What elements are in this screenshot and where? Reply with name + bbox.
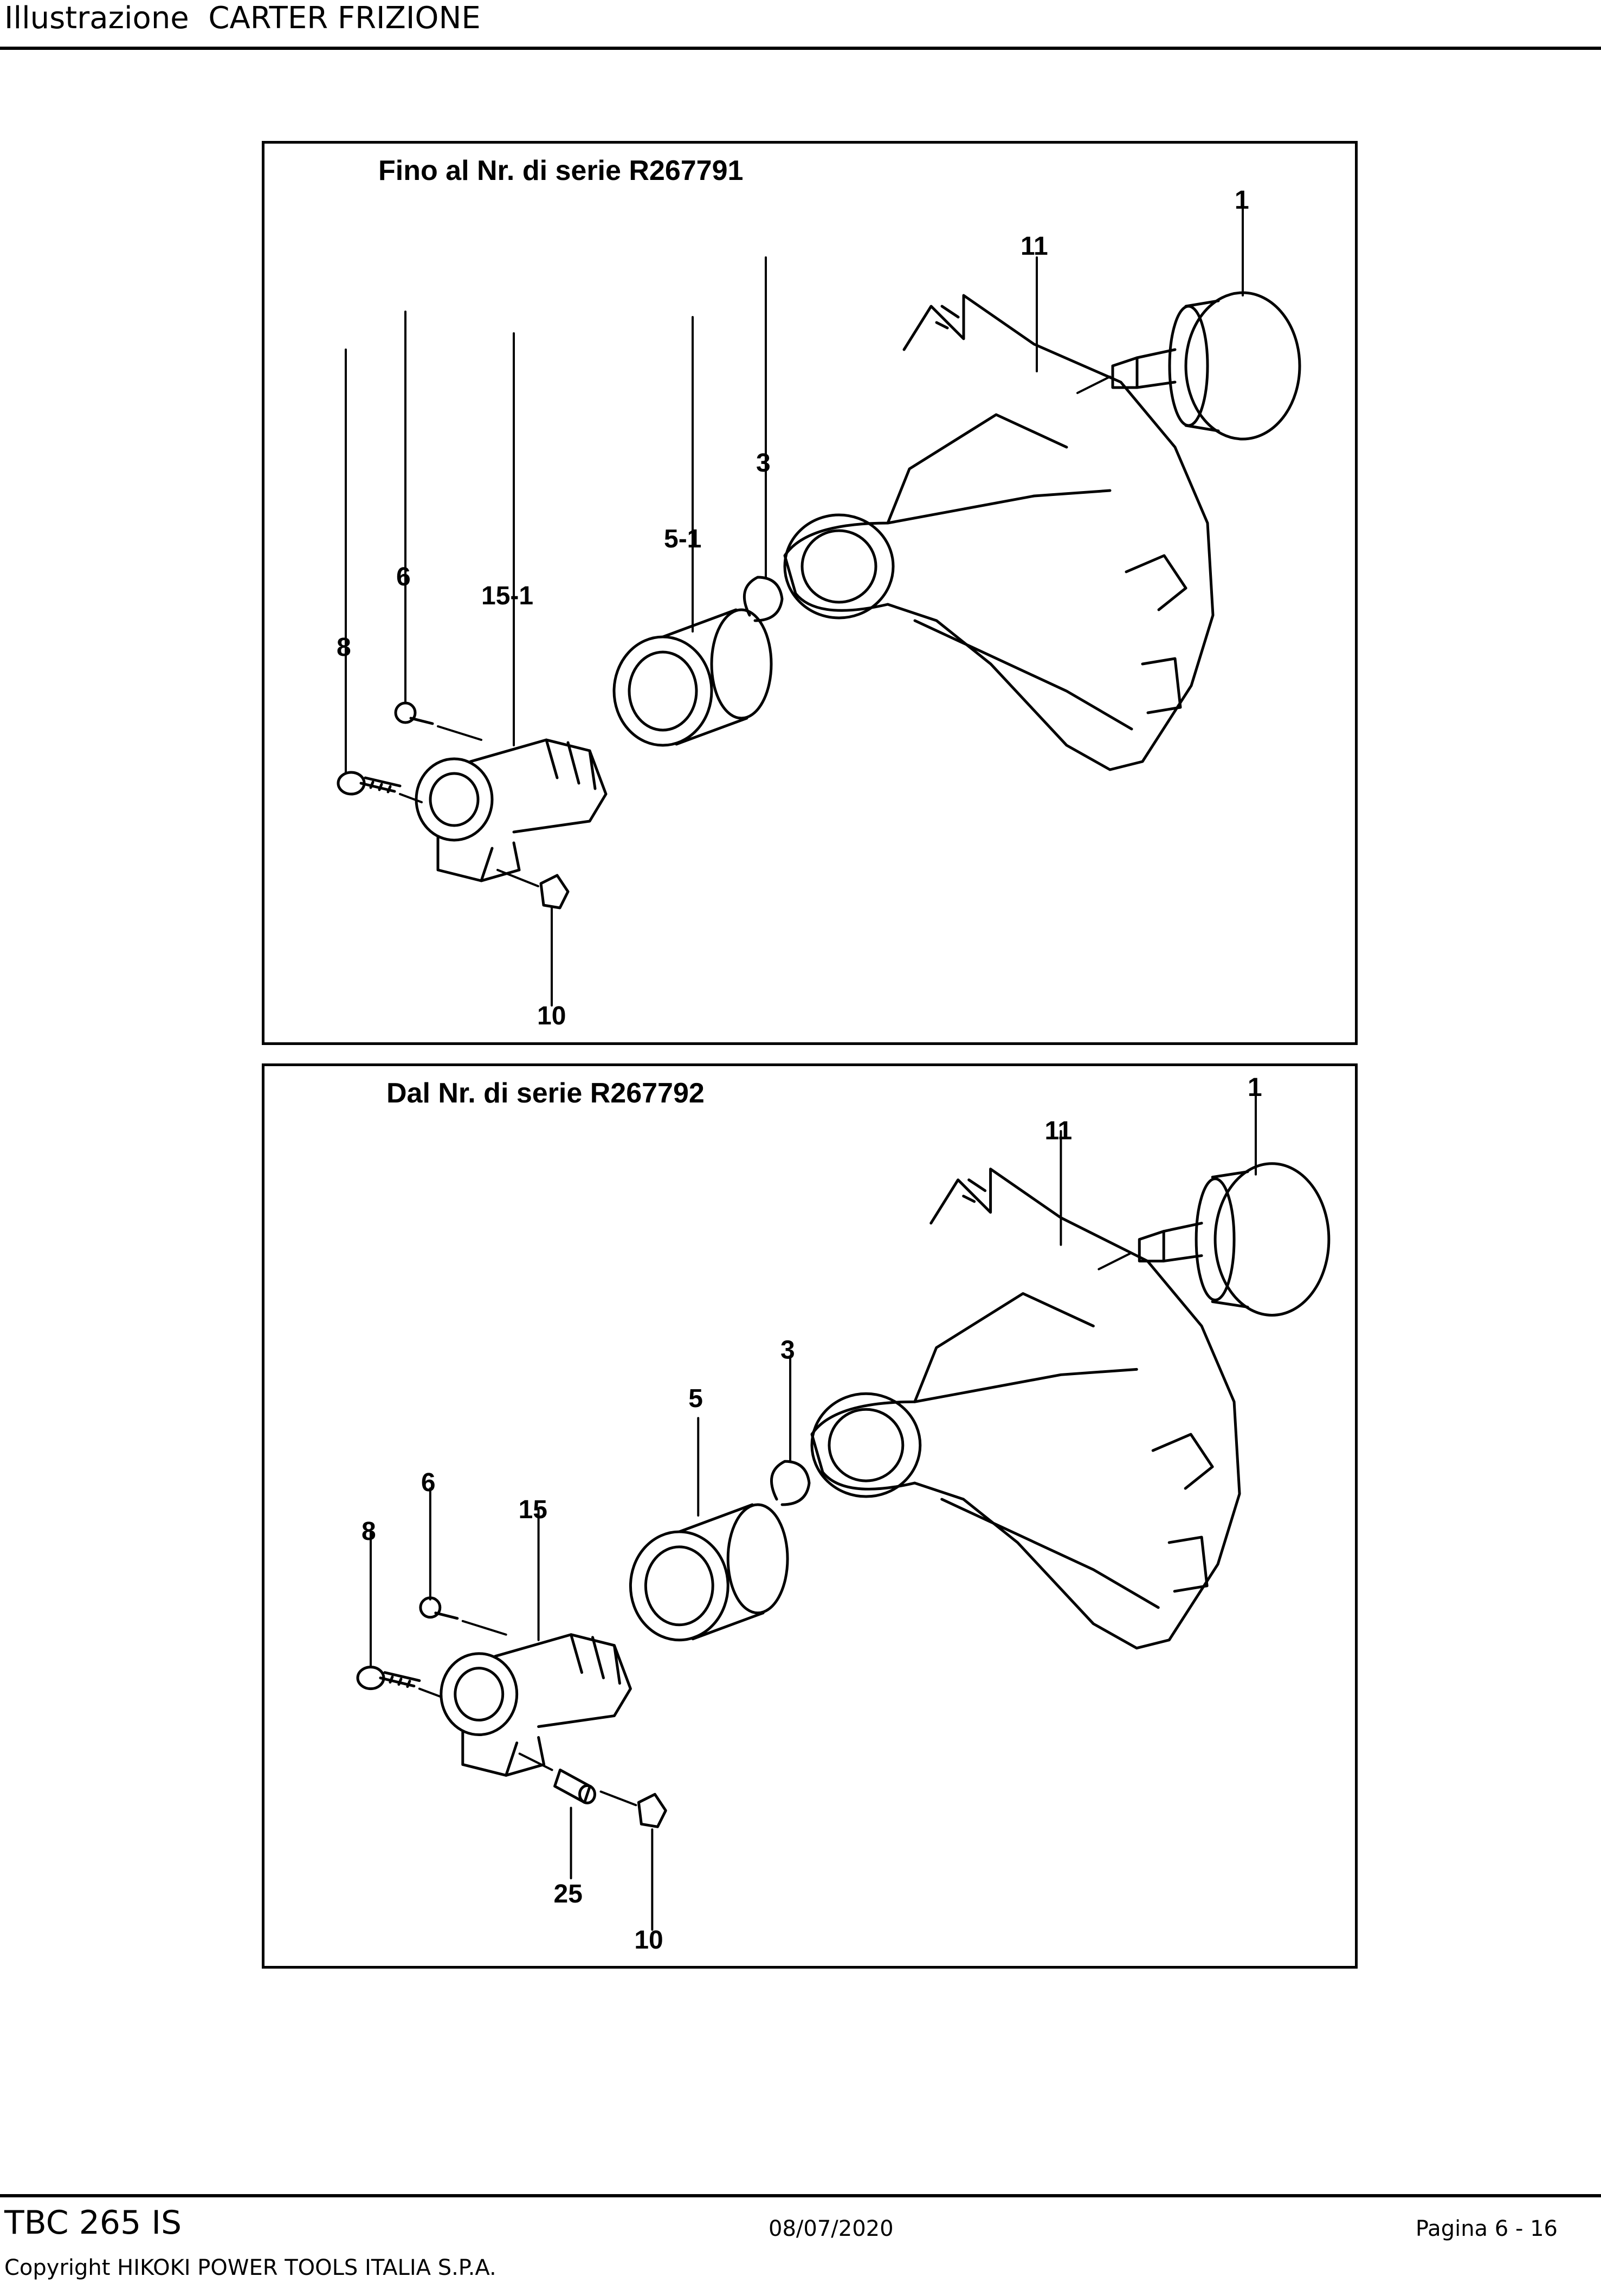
- clutch-housing-part: [810, 1168, 1241, 1650]
- footer-rule: [0, 2194, 1601, 2197]
- callout-15-1: 15-1: [481, 582, 533, 610]
- callout-25: 25: [554, 1880, 583, 1908]
- leader-lines-1: [345, 202, 1244, 1007]
- callout-11: 11: [1021, 232, 1048, 261]
- footer-copyright: Copyright HIKOKI POWER TOOLS ITALIA S.P.…: [4, 2255, 496, 2280]
- sleeve-part-5: [629, 1503, 789, 1642]
- diagram-panel-2: 1 11 3 5 6 15 8 25 10 Dal Nr. di serie R…: [262, 1063, 1358, 1969]
- clamp-part-15: [440, 1633, 632, 1777]
- callout-5-1: 5-1: [664, 525, 701, 553]
- callout-15: 15: [519, 1495, 547, 1524]
- circlip-part: [743, 576, 784, 622]
- footer-date: 08/07/2020: [769, 2216, 894, 2241]
- callout-1: 1: [1248, 1073, 1262, 1102]
- callout-10: 10: [537, 1002, 566, 1030]
- callout-6: 6: [421, 1468, 436, 1497]
- clutch-housing-part: [783, 294, 1215, 771]
- diagram-panel-1: 1 11 3 5-1 6 15-1 8 10 Fino al Nr. di se…: [262, 141, 1358, 1045]
- exploded-view-drawing-1: 1 11 3 5-1 6 15-1 8 10: [337, 186, 1301, 1030]
- callout-8: 8: [361, 1517, 376, 1546]
- clutch-drum-part: [1098, 1162, 1331, 1317]
- sleeve-part-5-1: [612, 608, 773, 747]
- screw-part-6: [419, 1596, 507, 1636]
- footer-model: TBC 265 IS: [4, 2204, 182, 2242]
- callout-10: 10: [634, 1926, 663, 1955]
- bolt-part-8: [337, 771, 423, 803]
- circlip-part: [770, 1460, 811, 1506]
- exploded-view-drawing-2: 1 11 3 5 6 15 8 25 10: [356, 1073, 1331, 1955]
- callout-1: 1: [1235, 186, 1249, 215]
- clutch-drum-part: [1076, 291, 1301, 441]
- header-rule: [0, 47, 1601, 50]
- callout-11: 11: [1044, 1117, 1072, 1145]
- leader-lines-2: [369, 1092, 1257, 1931]
- nut-part-10: [599, 1790, 667, 1828]
- callout-8: 8: [337, 633, 351, 662]
- callout-3: 3: [780, 1336, 795, 1364]
- nut-part-10: [496, 869, 570, 910]
- clamp-part-15-1: [415, 738, 608, 882]
- footer-page-number: Pagina 6 - 16: [1415, 2216, 1558, 2241]
- screw-part-6: [394, 701, 482, 741]
- panel-caption-2: Dal Nr. di serie R267792: [386, 1078, 705, 1109]
- bolt-part-8: [356, 1666, 442, 1698]
- callout-5: 5: [688, 1384, 703, 1413]
- callout-3: 3: [756, 449, 771, 478]
- callout-6: 6: [396, 563, 411, 591]
- panel-caption-1: Fino al Nr. di serie R267791: [378, 155, 744, 186]
- pin-part-25: [518, 1752, 596, 1804]
- page-header-title: Illustrazione CARTER FRIZIONE: [4, 1, 481, 36]
